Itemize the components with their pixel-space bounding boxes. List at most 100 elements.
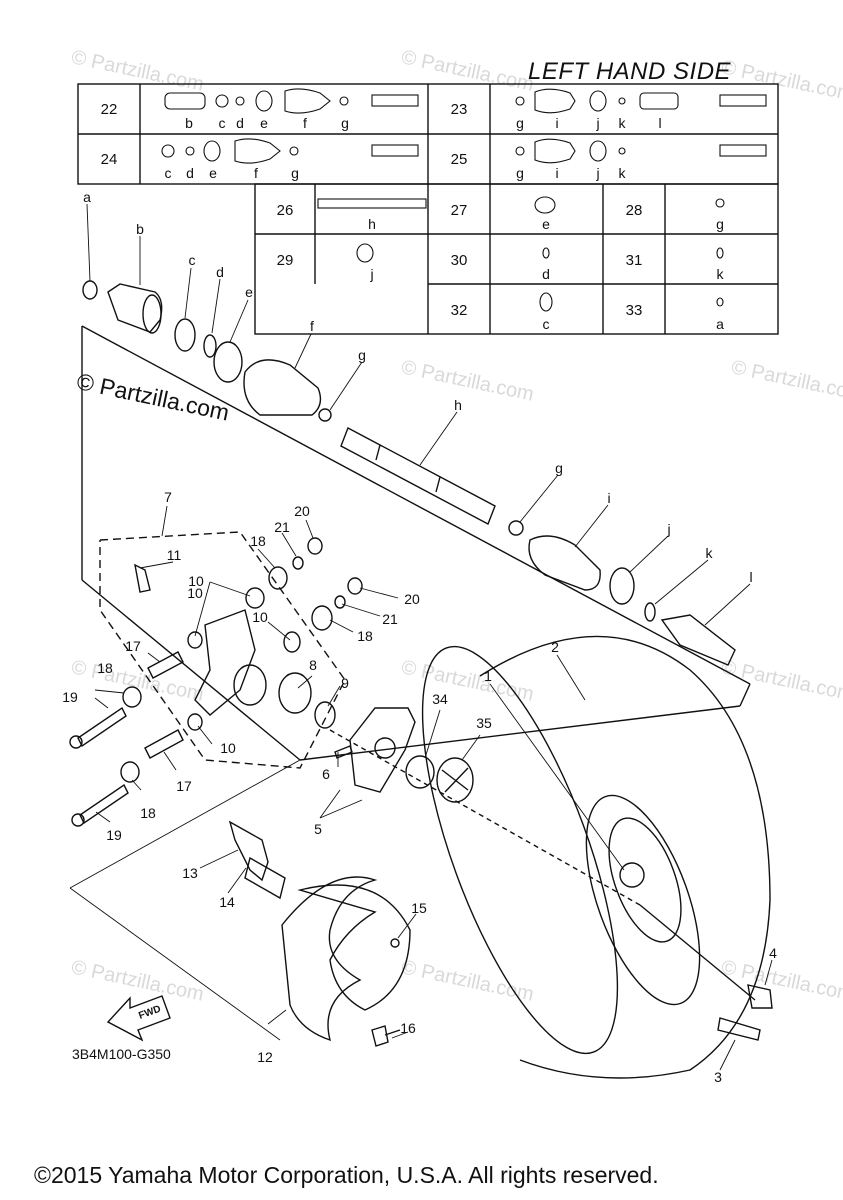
svg-text:c: c — [543, 316, 550, 332]
svg-text:d: d — [186, 165, 194, 181]
svg-text:g: g — [341, 115, 349, 131]
svg-text:g: g — [716, 216, 724, 232]
svg-text:10: 10 — [187, 585, 203, 601]
svg-text:g: g — [516, 115, 524, 131]
svg-text:k: k — [619, 115, 627, 131]
svg-text:18: 18 — [250, 533, 266, 549]
svg-text:h: h — [454, 397, 462, 413]
svg-text:19: 19 — [62, 689, 78, 705]
svg-text:3: 3 — [714, 1069, 722, 1085]
fwd-label: FWD — [137, 1004, 162, 1022]
svg-text:k: k — [706, 545, 714, 561]
svg-text:e: e — [542, 216, 550, 232]
svg-text:16: 16 — [400, 1020, 416, 1036]
svg-text:c: c — [189, 252, 196, 268]
svg-text:23: 23 — [451, 101, 468, 118]
svg-text:18: 18 — [357, 628, 373, 644]
hub-assembly — [334, 707, 474, 803]
svg-text:34: 34 — [432, 691, 448, 707]
svg-text:13: 13 — [182, 865, 198, 881]
svg-text:4: 4 — [769, 945, 777, 961]
svg-text:26: 26 — [277, 202, 294, 219]
kit-table-labels: 22 23 24 25 26 27 28 29 30 31 32 33 — [101, 101, 643, 319]
kit-table — [77, 83, 779, 335]
svg-text:21: 21 — [382, 611, 398, 627]
svg-text:g: g — [358, 347, 366, 363]
svg-text:20: 20 — [294, 503, 310, 519]
svg-text:18: 18 — [140, 805, 156, 821]
svg-text:c: c — [165, 165, 172, 181]
drive-shaft — [340, 427, 496, 525]
copyright-notice: ©2015 Yamaha Motor Corporation, U.S.A. A… — [34, 1162, 659, 1188]
svg-text:d: d — [216, 264, 224, 280]
svg-text:k: k — [619, 165, 627, 181]
svg-text:j: j — [666, 521, 670, 537]
svg-text:d: d — [236, 115, 244, 131]
kit-table-letters: b c d e f g g i j k l c d e f g g i j k … — [165, 115, 725, 332]
svg-text:31: 31 — [626, 252, 643, 269]
svg-text:j: j — [369, 266, 373, 282]
diagram-code: 3B4M100-G350 — [72, 1046, 171, 1062]
svg-text:j: j — [595, 165, 599, 181]
svg-text:32: 32 — [451, 302, 468, 319]
svg-text:33: 33 — [626, 302, 643, 319]
svg-text:12: 12 — [257, 1049, 273, 1065]
svg-text:1: 1 — [484, 668, 492, 684]
svg-text:e: e — [209, 165, 217, 181]
fwd-arrow-icon — [106, 995, 171, 1042]
svg-text:e: e — [260, 115, 268, 131]
knuckle-assembly — [69, 531, 363, 827]
cv-joint-outer — [508, 520, 736, 666]
svg-text:19: 19 — [106, 827, 122, 843]
svg-text:15: 15 — [411, 900, 427, 916]
svg-text:35: 35 — [476, 715, 492, 731]
svg-text:30: 30 — [451, 252, 468, 269]
svg-text:f: f — [254, 165, 258, 181]
svg-text:g: g — [291, 165, 299, 181]
svg-text:29: 29 — [277, 252, 294, 269]
page-title: LEFT HAND SIDE — [528, 58, 732, 85]
leader-lines — [69, 203, 773, 1071]
svg-text:k: k — [717, 266, 725, 282]
svg-text:27: 27 — [451, 202, 468, 219]
svg-text:b: b — [185, 115, 193, 131]
axle-assembly-outline — [81, 325, 751, 761]
svg-text:10: 10 — [220, 740, 236, 756]
svg-text:22: 22 — [101, 101, 118, 118]
svg-text:e: e — [245, 284, 253, 300]
svg-text:a: a — [716, 316, 724, 332]
svg-text:24: 24 — [101, 151, 118, 168]
svg-text:14: 14 — [219, 894, 235, 910]
svg-text:17: 17 — [176, 778, 192, 794]
table-part-icons — [161, 88, 767, 312]
callout-labels: a b c d e f g h g i j k l 1 2 3 4 5 6 7 … — [62, 189, 777, 1085]
svg-text:d: d — [542, 266, 550, 282]
brake-guard — [228, 820, 411, 1047]
svg-text:l: l — [658, 115, 661, 131]
svg-text:20: 20 — [404, 591, 420, 607]
svg-text:25: 25 — [451, 151, 468, 168]
svg-text:21: 21 — [274, 519, 290, 535]
svg-text:11: 11 — [167, 547, 182, 563]
svg-text:i: i — [555, 115, 558, 131]
svg-text:f: f — [303, 115, 307, 131]
svg-text:j: j — [595, 115, 599, 131]
svg-text:a: a — [83, 189, 91, 205]
svg-text:g: g — [516, 165, 524, 181]
svg-text:i: i — [607, 490, 610, 506]
svg-text:8: 8 — [309, 657, 317, 673]
svg-text:2: 2 — [551, 639, 559, 655]
svg-text:h: h — [368, 216, 376, 232]
cv-joint-inner — [82, 280, 332, 422]
svg-text:28: 28 — [626, 202, 643, 219]
svg-text:5: 5 — [314, 821, 322, 837]
svg-text:9: 9 — [341, 675, 349, 691]
wheel-and-tire — [329, 635, 773, 1079]
svg-text:i: i — [555, 165, 558, 181]
svg-text:7: 7 — [164, 489, 172, 505]
svg-text:10: 10 — [252, 609, 268, 625]
svg-text:g: g — [555, 460, 563, 476]
svg-text:c: c — [219, 115, 226, 131]
svg-text:18: 18 — [97, 660, 113, 676]
